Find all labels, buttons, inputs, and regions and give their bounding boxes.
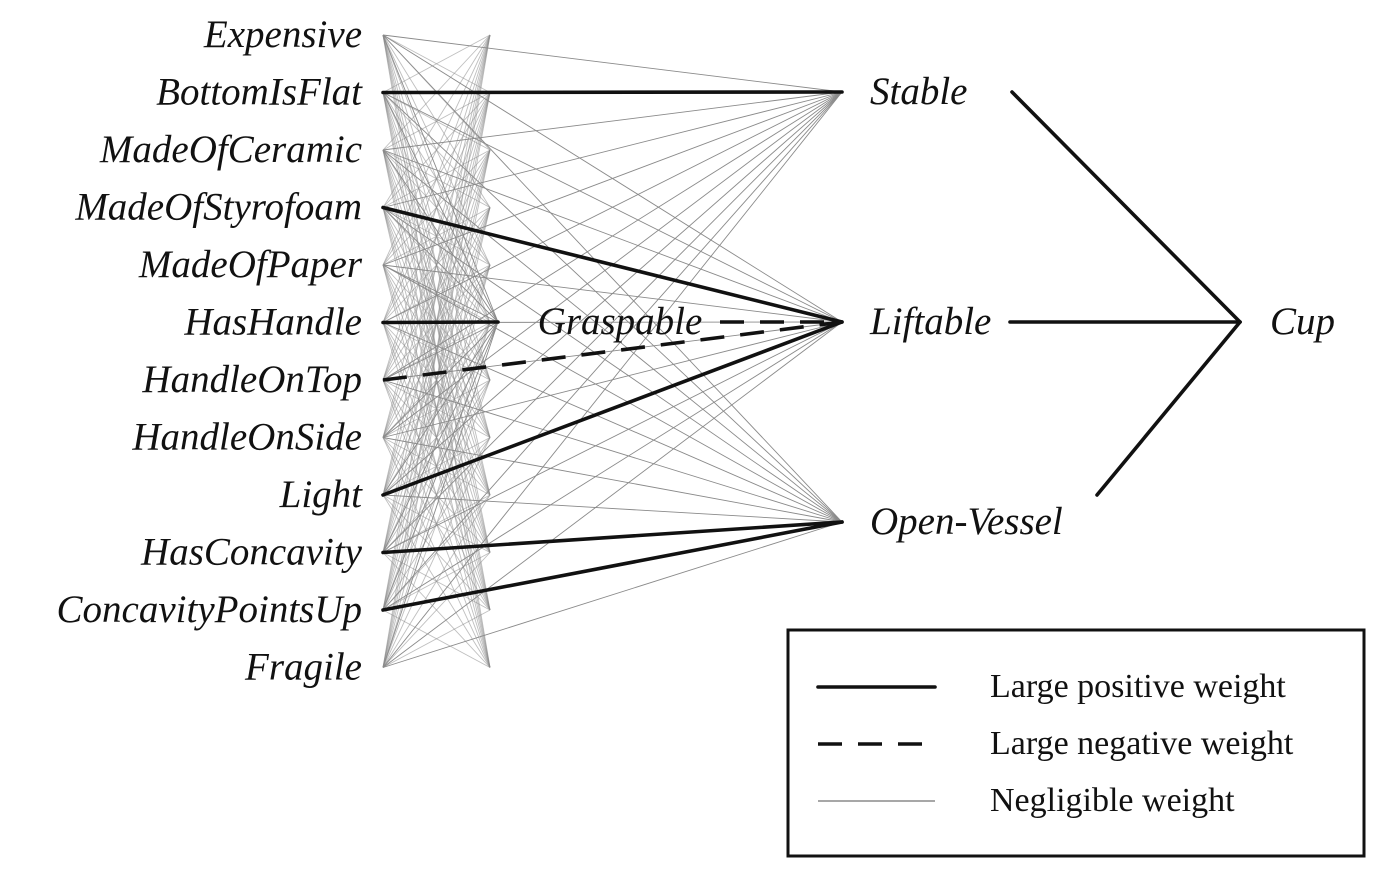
negligible-edge xyxy=(382,321,499,553)
negligible-edge xyxy=(382,92,491,668)
legend-negative-label: Large negative weight xyxy=(990,725,1294,762)
node-liftable: Liftable xyxy=(869,300,991,343)
negligible-edge-group xyxy=(382,34,843,668)
legend: Large positive weight Large negative wei… xyxy=(786,628,1366,858)
negligible-edge xyxy=(382,34,491,553)
negligible-edge xyxy=(382,264,843,523)
strong-edge-group xyxy=(381,90,1242,612)
negligible-edge xyxy=(382,34,491,438)
negligible-edge xyxy=(382,149,491,668)
negligible-edge xyxy=(382,149,843,523)
negligible-edge xyxy=(382,321,843,553)
edge-stable-to-cup xyxy=(1010,90,1242,324)
legend-positive-label: Large positive weight xyxy=(990,668,1286,705)
edge-open-vessel-to-cup xyxy=(1095,320,1242,497)
negligible-edge xyxy=(382,91,843,553)
negligible-edge xyxy=(382,91,843,496)
legend-box xyxy=(786,628,1366,858)
negligible-edge xyxy=(382,91,843,611)
node-handle-on-top: HandleOnTop xyxy=(141,358,362,401)
node-fragile: Fragile xyxy=(244,646,362,689)
edge-concavity-points-up-to-open-vessel xyxy=(381,520,844,612)
negligible-edge xyxy=(382,207,491,668)
negligible-edge xyxy=(382,322,491,668)
negligible-edge xyxy=(382,437,491,668)
negligible-edge xyxy=(382,92,843,523)
negligible-edge xyxy=(382,494,843,523)
negligible-edge xyxy=(382,34,491,93)
negligible-edge xyxy=(382,321,499,381)
negligible-edge xyxy=(382,91,843,208)
negligible-edge xyxy=(382,149,499,323)
negligible-edge xyxy=(382,207,499,323)
negligible-edge xyxy=(382,34,491,323)
negligible-edge xyxy=(382,379,491,668)
negligible-edge xyxy=(382,207,843,523)
node-open-vessel: Open-Vessel xyxy=(870,500,1063,543)
edge-made-of-styrofoam-to-liftable xyxy=(381,205,844,324)
node-made-of-ceramic: MadeOfCeramic xyxy=(99,128,362,171)
node-bottom-is-flat: BottomIsFlat xyxy=(156,71,363,114)
node-handle-on-side: HandleOnSide xyxy=(131,416,362,459)
legend-negligible-label: Negligible weight xyxy=(990,782,1235,819)
negligible-edge xyxy=(382,321,843,668)
node-light: Light xyxy=(279,473,364,516)
input-node-labels: ExpensiveBottomIsFlatMadeOfCeramicMadeOf… xyxy=(57,13,364,689)
node-made-of-styrofoam: MadeOfStyrofoam xyxy=(74,186,362,229)
node-stable: Stable xyxy=(870,70,967,113)
negligible-edge xyxy=(382,91,843,323)
negligible-edge xyxy=(382,321,499,496)
edge-has-handle-to-graspable xyxy=(381,320,500,325)
node-concavity-points-up: ConcavityPointsUp xyxy=(57,588,362,631)
node-has-concavity: HasConcavity xyxy=(140,531,363,574)
negligible-edge xyxy=(382,321,499,611)
negligible-edge xyxy=(382,494,491,668)
negligible-edge xyxy=(382,521,843,668)
node-has-handle: HasHandle xyxy=(183,301,362,344)
edge-light-to-liftable xyxy=(381,320,844,497)
negligible-edge xyxy=(382,34,491,668)
negligible-edge xyxy=(382,91,843,266)
edge-bottom-is-flat-to-stable xyxy=(381,90,844,95)
node-expensive: Expensive xyxy=(203,13,362,56)
negligible-edge xyxy=(382,91,843,668)
negligible-edge xyxy=(382,321,843,611)
negligible-edge xyxy=(382,264,491,668)
negligible-edge xyxy=(382,34,491,266)
node-made-of-paper: MadeOfPaper xyxy=(138,243,363,286)
edge-has-concavity-to-open-vessel xyxy=(381,520,844,555)
negligible-edge xyxy=(382,34,491,496)
negligible-edge xyxy=(382,34,491,208)
node-cup: Cup xyxy=(1270,300,1335,343)
negligible-edge xyxy=(382,609,491,668)
negligible-edge xyxy=(382,91,843,151)
node-graspable: Graspable xyxy=(538,300,703,343)
negligible-edge xyxy=(382,321,499,668)
negligible-edge xyxy=(382,552,491,668)
negligible-edge xyxy=(382,91,843,381)
negligible-edge xyxy=(382,34,843,93)
negligible-edge xyxy=(382,437,843,523)
